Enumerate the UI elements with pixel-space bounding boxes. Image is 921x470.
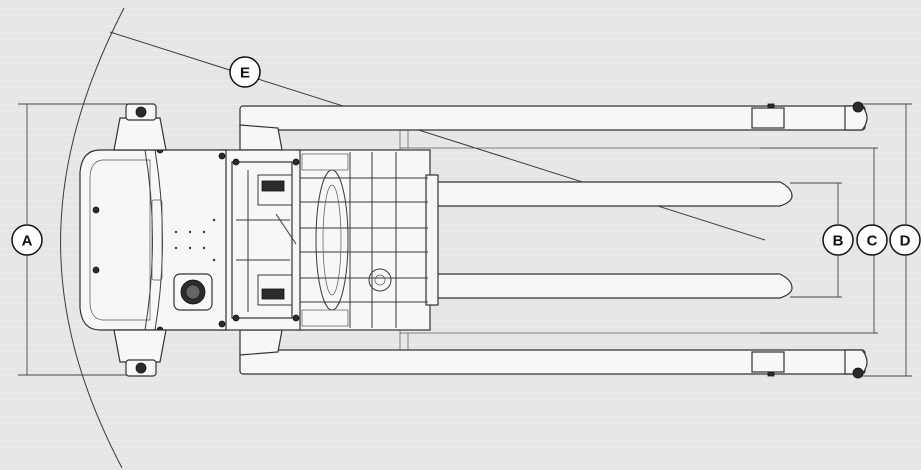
label-a-text: A [22,233,33,250]
label-d-text: D [900,233,911,250]
turning-radius-arc [60,7,125,469]
label-e: E [229,56,261,88]
dimension-a [18,103,140,376]
label-a: A [11,224,43,256]
pallet-truck [79,101,875,379]
forks [419,181,793,299]
label-e-text: E [240,65,250,82]
mast-carriage [295,149,439,331]
side-rollers [113,103,167,377]
label-c-text: C [867,233,878,250]
drive-housing [79,146,227,334]
label-b: B [822,224,854,256]
chassis-frame [219,124,301,356]
dimension-b [790,182,842,298]
label-d: D [889,224,921,256]
straddle-arms [239,101,868,379]
label-c: C [856,224,888,256]
label-b-text: B [833,233,844,250]
dimension-d [860,103,912,377]
